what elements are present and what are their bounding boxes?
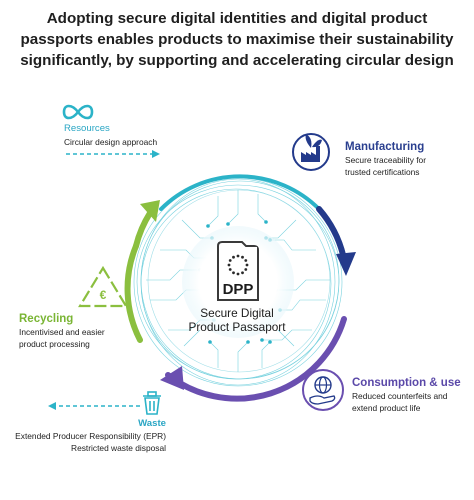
consumption-arc xyxy=(165,316,347,402)
center-caption: Secure Digital Product Passaport xyxy=(180,306,294,334)
title-line-1: Adopting secure digital identities and d… xyxy=(46,10,428,27)
resources-arc xyxy=(159,174,321,211)
title-line-2: passports enables products to maximise t… xyxy=(20,31,454,48)
waste-desc-1: Extended Producer Responsibility (EPR) xyxy=(15,431,166,441)
globe-hand-icon xyxy=(302,369,344,411)
consumption-title: Consumption & use xyxy=(352,377,461,389)
dpp-label: DPP xyxy=(223,281,254,298)
manufacturing-desc-2: trusted certifications xyxy=(345,167,420,177)
recycling-arc xyxy=(124,243,143,343)
recycling-title: Recycling xyxy=(19,313,74,325)
svg-text:€: € xyxy=(100,288,107,302)
infinity-icon xyxy=(62,104,94,120)
euro-recycle-icon: € xyxy=(78,265,128,308)
recycling-desc-2: product processing xyxy=(19,339,90,349)
consumption-desc-2: extend product life xyxy=(352,403,421,413)
manufacturing-block: Manufacturing Secure traceability for tr… xyxy=(345,140,426,178)
manufacturing-title: Manufacturing xyxy=(345,141,425,153)
consumption-block: Consumption & use Reduced counterfeits a… xyxy=(352,376,461,414)
manufacturing-desc-1: Secure traceability for xyxy=(345,155,426,165)
manufacturing-arrowhead xyxy=(336,252,356,276)
recycling-arrowhead xyxy=(140,200,160,222)
waste-title: Waste xyxy=(138,418,166,429)
consumption-desc-1: Reduced counterfeits and xyxy=(352,391,448,401)
manufacturing-arc xyxy=(316,206,347,262)
recycling-desc-1: Incentivised and easier xyxy=(19,327,105,337)
resources-dashed-arrow xyxy=(66,150,160,158)
title-line-3: significantly, by supporting and acceler… xyxy=(20,52,454,69)
resources-desc: Circular design approach xyxy=(64,137,158,147)
factory-leaf-icon xyxy=(292,133,330,171)
center-caption-line-1: Secure Digital xyxy=(200,306,274,320)
resources-block: Resources Circular design approach xyxy=(64,122,157,148)
center-caption-line-2: Product Passaport xyxy=(188,320,286,334)
waste-dashed-arrow xyxy=(48,402,140,410)
consumption-arrowhead xyxy=(160,366,184,390)
resources-title: Resources xyxy=(64,123,110,134)
waste-desc-2: Restricted waste disposal xyxy=(71,443,166,453)
trash-bin-icon xyxy=(143,391,161,415)
dpp-badge: DPP xyxy=(217,241,259,301)
waste-block: Waste Extended Producer Responsibility (… xyxy=(6,418,166,454)
recycling-block: Recycling Incentivised and easier produc… xyxy=(19,312,105,350)
eu-stars-icon xyxy=(227,254,249,276)
diagram-title: Adopting secure digital identities and d… xyxy=(0,8,474,71)
